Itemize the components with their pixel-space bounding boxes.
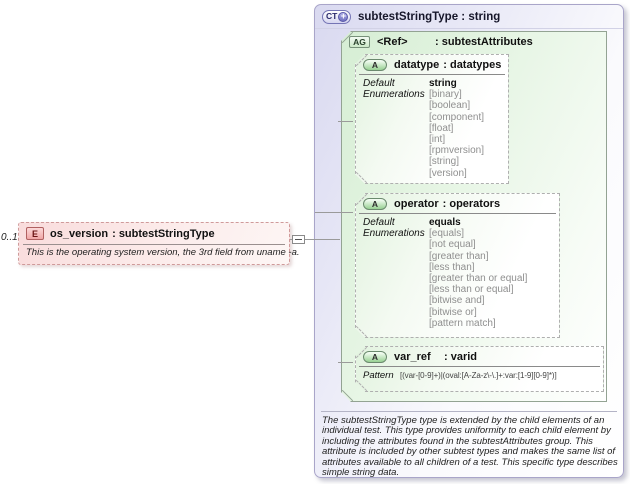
attribute-name: operator bbox=[394, 198, 439, 210]
enum-value: [version] bbox=[429, 167, 467, 179]
ag-type-label: : subtestAttributes bbox=[435, 36, 533, 48]
attribute-box-datatype: A datatype: datatypes Default string Enu… bbox=[355, 54, 509, 184]
attribute-name: datatype bbox=[394, 59, 440, 71]
attribute-badge: A bbox=[363, 198, 387, 210]
attribute-title: var_ref : varid bbox=[394, 351, 477, 363]
default-label: Default bbox=[363, 78, 395, 89]
element-separator bbox=[23, 244, 285, 245]
attribute-group-header: AG <Ref> : subtestAttributes bbox=[342, 32, 606, 51]
attribute-group-title: <Ref> : subtestAttributes bbox=[377, 36, 533, 48]
attribute-box-var-ref: A var_ref : varid Pattern [(var-[0-9]+)|(… bbox=[355, 346, 604, 392]
element-box-os-version: E os_version: subtestStringType This is … bbox=[18, 222, 300, 265]
enum-value: [greater than] bbox=[429, 250, 489, 262]
element-header: E os_version: subtestStringType bbox=[19, 223, 289, 243]
cardinality-label: 0..1 bbox=[1, 232, 18, 243]
enumerations-row: Enumerations [equals][not equal][greater… bbox=[363, 228, 557, 329]
attribute-separator bbox=[359, 74, 505, 75]
attribute-badge: A bbox=[363, 59, 387, 71]
connector-line bbox=[304, 239, 340, 240]
ct-badge-label: CT bbox=[326, 11, 338, 22]
enum-value: [binary] bbox=[429, 89, 462, 101]
enum-value: [float] bbox=[429, 122, 454, 134]
enum-value: [less than] bbox=[429, 261, 475, 273]
attribute-header: A var_ref : varid bbox=[356, 347, 603, 366]
default-value: equals bbox=[429, 217, 461, 228]
default-row: Default equals bbox=[363, 217, 557, 228]
attribute-group-box: AG <Ref>: subtestAttributes A datatype: … bbox=[341, 31, 607, 402]
plus-icon: + bbox=[338, 11, 349, 22]
attribute-type: : varid bbox=[444, 351, 478, 363]
ag-ref-label: <Ref> bbox=[377, 36, 408, 48]
attribute-facets: Default equals Enumerations [equals][not… bbox=[356, 214, 559, 331]
attribute-title: datatype: datatypes bbox=[394, 59, 501, 71]
enum-value: [bitwise and] bbox=[429, 295, 485, 307]
element-type: : subtestStringType bbox=[112, 227, 215, 240]
attribute-type: : datatypes bbox=[443, 59, 502, 71]
connector-line bbox=[315, 212, 353, 213]
enum-value: [rpmversion] bbox=[429, 145, 485, 157]
complex-type-badge: CT + bbox=[322, 9, 351, 24]
enum-value: [equals] bbox=[429, 228, 465, 240]
attribute-badge: A bbox=[363, 351, 387, 363]
attribute-group-badge: AG bbox=[349, 36, 370, 48]
attribute-box-operator: A operator: operators Default equals Enu… bbox=[355, 193, 560, 338]
element-description: This is the operating system version, th… bbox=[26, 247, 300, 258]
attribute-separator bbox=[359, 213, 556, 214]
enum-value: [boolean] bbox=[429, 100, 471, 112]
attribute-facets: Pattern [(var-[0-9]+)|(oval:[A-Za-z\-\.]… bbox=[356, 367, 603, 383]
attribute-header: A datatype: datatypes bbox=[356, 55, 508, 74]
attribute-name: var_ref bbox=[394, 351, 431, 363]
enum-value: [greater than or equal] bbox=[429, 273, 528, 285]
annotation-text: The subtestStringType type is extended b… bbox=[322, 415, 618, 479]
connector-line bbox=[338, 362, 353, 363]
enumerations-label: Enumerations bbox=[363, 89, 425, 101]
complex-type-header: CT + subtestStringType : string bbox=[315, 5, 623, 29]
connector-line bbox=[290, 239, 293, 240]
attribute-type: : operators bbox=[442, 198, 501, 210]
enum-value: [bitwise or] bbox=[429, 306, 477, 318]
complex-type-box: CT + subtestStringType : string AG <Ref>… bbox=[314, 4, 624, 478]
enum-value: [less than or equal] bbox=[429, 284, 514, 296]
attribute-separator bbox=[359, 366, 600, 367]
attribute-title: operator: operators bbox=[394, 198, 500, 210]
element-name: os_version bbox=[50, 227, 109, 240]
default-label: Default bbox=[363, 217, 395, 228]
enumerations-row: Enumerations [binary][boolean][component… bbox=[363, 89, 506, 179]
enum-value: [component] bbox=[429, 111, 485, 123]
connector-line bbox=[338, 121, 353, 122]
attribute-header: A operator: operators bbox=[356, 194, 559, 213]
complex-type-title: subtestStringType : string bbox=[358, 10, 501, 23]
element-badge: E bbox=[26, 227, 44, 240]
element-title: os_version: subtestStringType bbox=[50, 228, 215, 240]
enum-value: [int] bbox=[429, 134, 446, 146]
pattern-value: [(var-[0-9]+)|(oval:[A-Za-z\-\.]+:var:[1… bbox=[400, 371, 557, 380]
default-value: string bbox=[429, 78, 457, 89]
enum-value: [string] bbox=[429, 156, 460, 168]
default-row: Default string bbox=[363, 78, 506, 89]
collapse-handle[interactable] bbox=[292, 235, 305, 244]
pattern-row: Pattern [(var-[0-9]+)|(oval:[A-Za-z\-\.]… bbox=[363, 370, 601, 381]
corner-notch bbox=[341, 390, 352, 401]
minus-icon bbox=[295, 239, 302, 240]
attribute-facets: Default string Enumerations [binary][boo… bbox=[356, 75, 508, 181]
enumeration-list: [equals][not equal][greater than][less t… bbox=[429, 228, 527, 329]
enum-value: [not equal] bbox=[429, 239, 476, 251]
enum-value: [pattern match] bbox=[429, 317, 496, 329]
enumeration-list: [binary][boolean][component][float][int]… bbox=[429, 89, 484, 179]
enumerations-label: Enumerations bbox=[363, 228, 425, 240]
annotation-separator bbox=[321, 411, 617, 412]
pattern-label: Pattern bbox=[363, 370, 394, 381]
